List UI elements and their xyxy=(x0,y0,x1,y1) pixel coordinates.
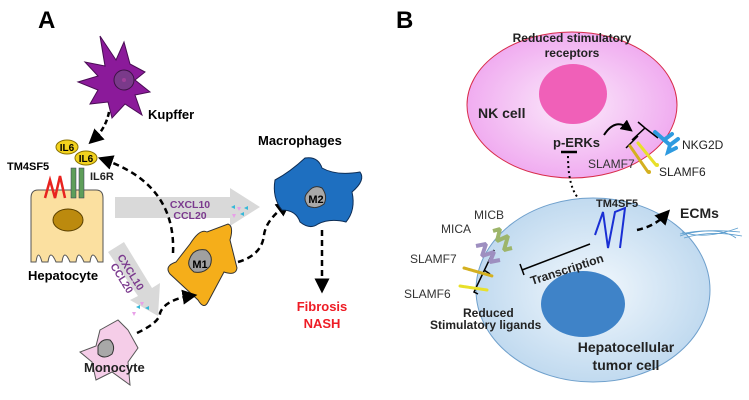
monocyte-label: Monocyte xyxy=(84,360,145,375)
tm4sf5-label-a: TM4SF5 xyxy=(7,161,49,173)
transcription-inhibition-line xyxy=(521,243,591,271)
slamf6-ligand-icon xyxy=(458,284,489,292)
il6r-label: IL6R xyxy=(90,171,114,183)
hepatocyte-cell xyxy=(30,189,104,263)
slamf6-nk-label: SLAMF6 xyxy=(659,165,706,179)
kupffer-to-il6-arrow xyxy=(88,111,111,145)
chemokine-triangles-h xyxy=(231,205,248,218)
m2-label: M2 xyxy=(308,194,323,206)
panel-b-letter: B xyxy=(396,7,413,34)
chemokine-arrow-diagonal xyxy=(108,242,160,316)
nk-slam-receptors-icon xyxy=(628,141,659,174)
slamf7-label: SLAMF7 xyxy=(410,252,457,266)
il6-oval-2 xyxy=(74,150,98,166)
tm4sf5-blue-icon xyxy=(594,206,627,249)
chemokine-triangles-d xyxy=(132,302,149,316)
il6-oval-1 xyxy=(55,139,79,155)
ligands-bracket-tick xyxy=(483,269,491,275)
tumor-cell-nucleus xyxy=(541,271,625,337)
tm4sf5-label-b: TM4SF5 xyxy=(596,198,638,210)
m1-to-il6-arrow xyxy=(97,155,175,254)
p-erks-label: p-ERKs xyxy=(553,135,600,150)
chemokine-ccl20-h: CCL20 xyxy=(173,210,206,222)
micb-ligand-icon xyxy=(492,227,513,252)
tumor-label-2: tumor cell xyxy=(593,357,660,373)
mica-ligand-icon xyxy=(475,242,501,264)
nkg2d-label: NKG2D xyxy=(682,138,724,152)
fibrosis-label: Fibrosis xyxy=(297,299,348,314)
m1-label: M1 xyxy=(192,259,207,271)
chemokine-cxcl10-h: CXCL10 xyxy=(170,199,210,211)
tm4sf5-to-ecms-arrow xyxy=(636,209,671,232)
reduced-receptors-label-2: receptors xyxy=(545,46,600,60)
monocyte-cell xyxy=(79,319,139,387)
hepatocyte-label: Hepatocyte xyxy=(28,268,98,283)
tm4sf5-to-perks-dotted xyxy=(567,155,589,206)
m1-macrophage xyxy=(167,223,238,306)
nkg2d-receptor-icon xyxy=(653,130,680,156)
nk-cell-nucleus xyxy=(539,64,607,124)
ecm-fibers-icon xyxy=(679,227,743,239)
receptor-bracket xyxy=(625,121,659,149)
perks-to-receptors-arrow xyxy=(603,119,633,136)
tm4sf5-red-icon xyxy=(43,175,67,199)
tumor-label-1: Hepatocellular xyxy=(578,339,675,355)
chemokine-arrow-horizontal xyxy=(115,188,260,226)
reduced-ligands-label-2: Stimulatory ligands xyxy=(430,318,542,332)
m2-macrophage xyxy=(273,157,363,228)
panel-a-letter: A xyxy=(38,7,55,34)
il6-label-1: IL6 xyxy=(60,143,75,154)
transcription-inhibition-bar xyxy=(519,263,525,276)
monocyte-to-m1-arrow xyxy=(136,289,198,335)
il6-label-2: IL6 xyxy=(79,154,94,165)
nash-label: NASH xyxy=(304,316,341,331)
slamf6-label: SLAMF6 xyxy=(404,287,451,301)
kupffer-label: Kupffer xyxy=(148,107,194,122)
reduced-receptors-label-1: Reduced stimulatory xyxy=(513,31,632,45)
slamf7-ligand-icon xyxy=(462,266,494,278)
slamf7-nk-label: SLAMF7 xyxy=(588,157,635,171)
m1-to-m2-arrow xyxy=(237,201,292,264)
macrophages-label: Macrophages xyxy=(258,133,342,148)
reduced-ligands-label-1: Reduced xyxy=(463,306,514,320)
ecms-label: ECMs xyxy=(680,205,719,221)
nk-cell-label: NK cell xyxy=(478,105,525,121)
mica-label: MICA xyxy=(441,222,471,236)
micb-label: MICB xyxy=(474,208,504,222)
il6r-bar-1 xyxy=(70,167,77,199)
kupffer-cell xyxy=(76,35,152,120)
il6r-bar-2 xyxy=(78,167,85,199)
